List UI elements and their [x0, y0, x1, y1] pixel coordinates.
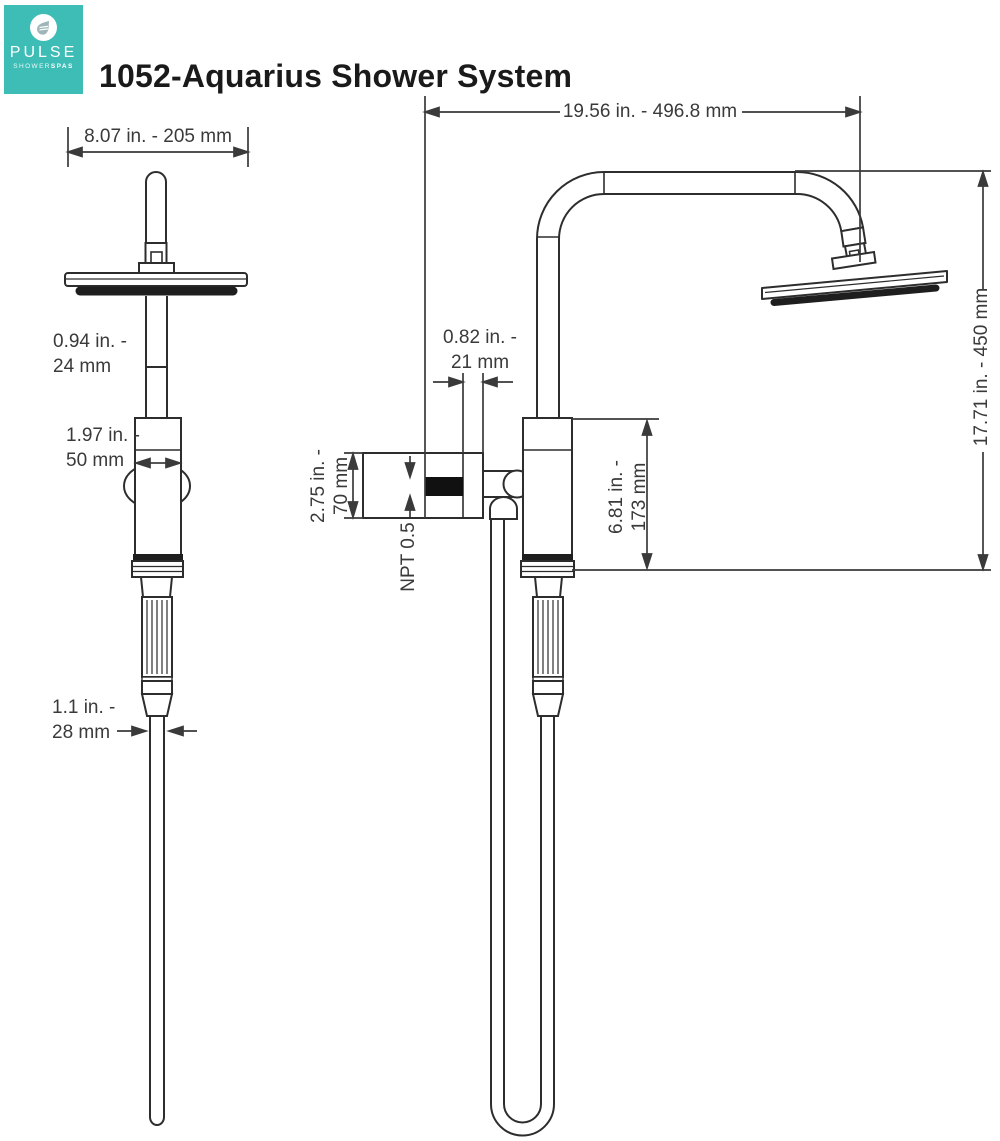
- label-supply-height: 2.75 in. - 70 mm: [308, 449, 352, 523]
- label-bracket-diameter-line1: 1.97 in. -: [66, 425, 140, 446]
- water-drop-icon: [30, 14, 57, 41]
- label-head-drop: 17.71 in. - 450 mm: [971, 287, 992, 447]
- dim-wall-offset: [433, 373, 513, 453]
- dim-valve-height: [572, 418, 659, 571]
- logo-sub-text: SHOWERSPAS: [13, 63, 74, 70]
- label-bracket-diameter-line2: 50 mm: [66, 450, 125, 471]
- dim-head-width: [65, 127, 251, 167]
- front-view-lineart: [362, 171, 948, 1137]
- dim-supply-height: [344, 451, 363, 520]
- label-valve-height: 6.81 in. - 173 mm: [606, 460, 650, 534]
- logo-brand-text: PULSE: [9, 44, 78, 61]
- label-npt-thread: NPT 0.5: [398, 522, 419, 592]
- dim-head-drop: [572, 169, 991, 572]
- dim-arm-reach: [422, 96, 863, 518]
- label-handle-diameter-line1: 1.1 in. -: [52, 697, 116, 718]
- page-title: 1052-Aquarius Shower System: [99, 58, 573, 94]
- label-wall-offset-line1: 0.82 in. -: [443, 327, 517, 348]
- label-wall-offset-line2: 21 mm: [450, 352, 510, 373]
- label-arm-reach: 19.56 in. - 496.8 mm: [562, 101, 738, 122]
- label-handle-diameter-line2: 28 mm: [52, 722, 111, 743]
- dim-npt: [404, 456, 416, 517]
- pulse-logo: PULSE SHOWERSPAS: [4, 5, 83, 94]
- label-pipe-diameter-line2: 24 mm: [53, 356, 112, 377]
- dim-bracket-diameter: [133, 457, 183, 469]
- dimension-lines: [65, 96, 991, 737]
- label-head-width: 8.07 in. - 205 mm: [84, 126, 232, 147]
- dim-handle-diameter: [117, 725, 197, 737]
- side-view-lineart: [64, 171, 248, 1126]
- label-pipe-diameter-line1: 0.94 in. -: [53, 331, 127, 352]
